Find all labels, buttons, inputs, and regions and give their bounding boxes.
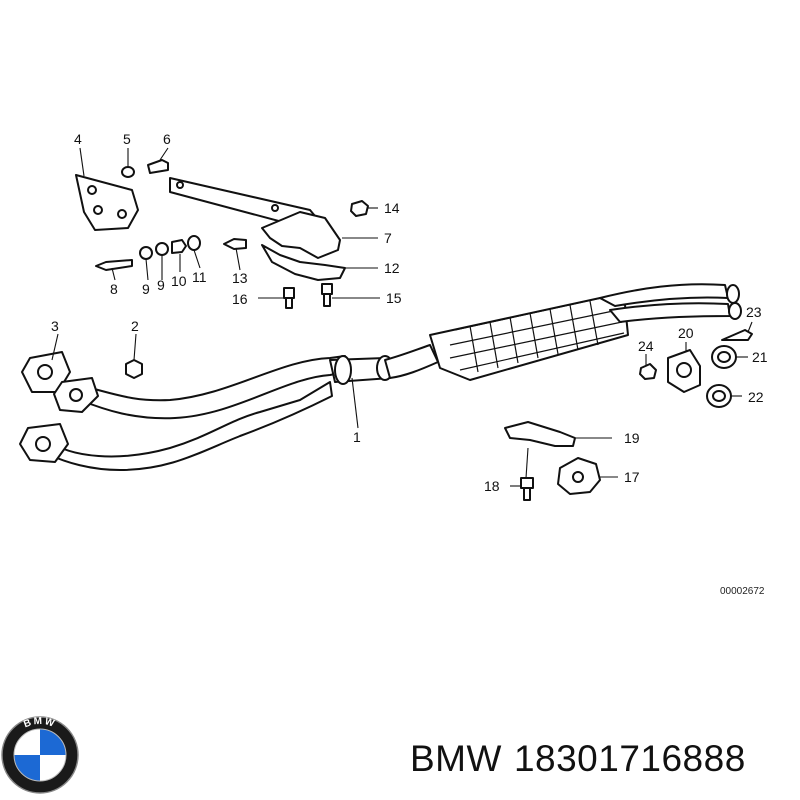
callout-9b: 9 xyxy=(157,277,165,293)
callout-12: 12 xyxy=(384,260,400,276)
callout-11: 11 xyxy=(192,269,207,285)
callout-22: 22 xyxy=(748,389,764,405)
callout-7: 7 xyxy=(384,230,392,246)
exhaust-pipe-assembly xyxy=(19,283,742,471)
callout-10: 10 xyxy=(171,273,187,289)
callout-3: 3 xyxy=(51,318,59,334)
callout-1: 1 xyxy=(353,429,361,445)
svg-text:BMW: BMW xyxy=(22,716,57,730)
callout-21: 21 xyxy=(752,349,768,365)
part-caption: BMW 18301716888 xyxy=(410,738,758,780)
diagram-reference-code: 00002672 xyxy=(720,586,765,597)
callout-24: 24 xyxy=(638,338,654,354)
callout-16: 16 xyxy=(232,291,248,307)
callout-17: 17 xyxy=(624,469,640,485)
callout-20: 20 xyxy=(678,325,694,341)
bracket-assembly xyxy=(75,159,369,379)
callout-6: 6 xyxy=(163,131,171,147)
caption-brand: BMW xyxy=(410,738,502,779)
callout-23: 23 xyxy=(746,304,762,320)
callout-14: 14 xyxy=(384,200,400,216)
callout-13: 13 xyxy=(232,270,248,286)
caption-part-number: 18301716888 xyxy=(513,738,746,779)
callout-18: 18 xyxy=(484,478,500,494)
callout-15: 15 xyxy=(386,290,402,306)
callout-8: 8 xyxy=(110,281,118,297)
hanger-and-seal-parts xyxy=(504,329,753,501)
callout-9a: 9 xyxy=(142,281,150,297)
callout-2: 2 xyxy=(131,318,139,334)
leader-lines xyxy=(51,147,753,487)
callout-labels: 1 2 3 4 5 6 7 8 9 9 10 11 12 13 14 15 16… xyxy=(51,131,768,597)
callout-4: 4 xyxy=(74,131,82,147)
callout-5: 5 xyxy=(123,131,131,147)
bmw-logo: BMW xyxy=(1,716,79,794)
callout-19: 19 xyxy=(624,430,640,446)
